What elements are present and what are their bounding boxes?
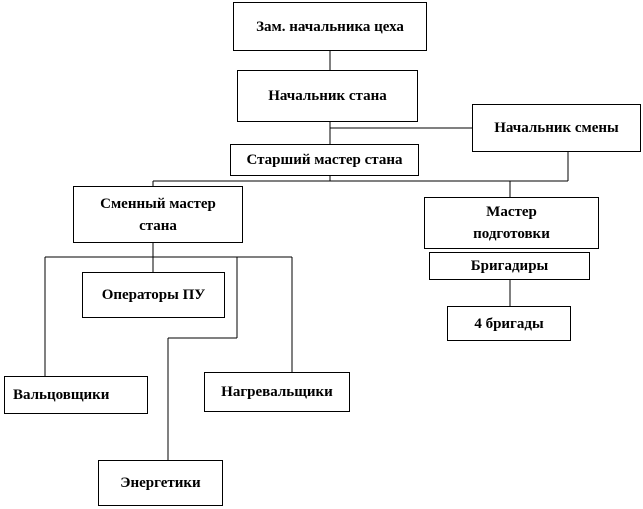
node-label: Нагревальщики [221,384,333,400]
node-deputy-head: Зам. начальника цеха [233,2,427,51]
node-label: Сменный мастер стана [100,195,216,234]
node-rollers: Вальцовщики [4,376,148,414]
node-heaters: Нагревальщики [204,372,350,412]
node-label: Мастер подготовки [473,204,550,242]
node-label: Начальник смены [494,120,619,136]
node-operators: Операторы ПУ [82,272,225,318]
node-four-brigades: 4 бригады [447,306,571,341]
node-foremen: Бригадиры [429,252,590,280]
node-shift-master: Сменный мастер стана [73,186,243,243]
node-shift-head: Начальник смены [472,104,641,152]
node-label: Операторы ПУ [101,287,206,303]
node-label: Вальцовщики [13,387,110,403]
node-label: Старший мастер стана [246,152,403,168]
node-prep-master: Мастер подготовки [424,197,599,249]
node-senior-master: Старший мастер стана [230,144,419,176]
node-label: Бригадиры [470,258,549,274]
node-mill-head: Начальник стана [237,70,418,122]
node-label: Зам. начальника цеха [256,18,404,35]
node-energetics: Энергетики [98,460,223,506]
node-label: Энергетики [120,475,201,491]
node-label: Начальник стана [268,88,387,104]
node-label: 4 бригады [474,315,544,332]
